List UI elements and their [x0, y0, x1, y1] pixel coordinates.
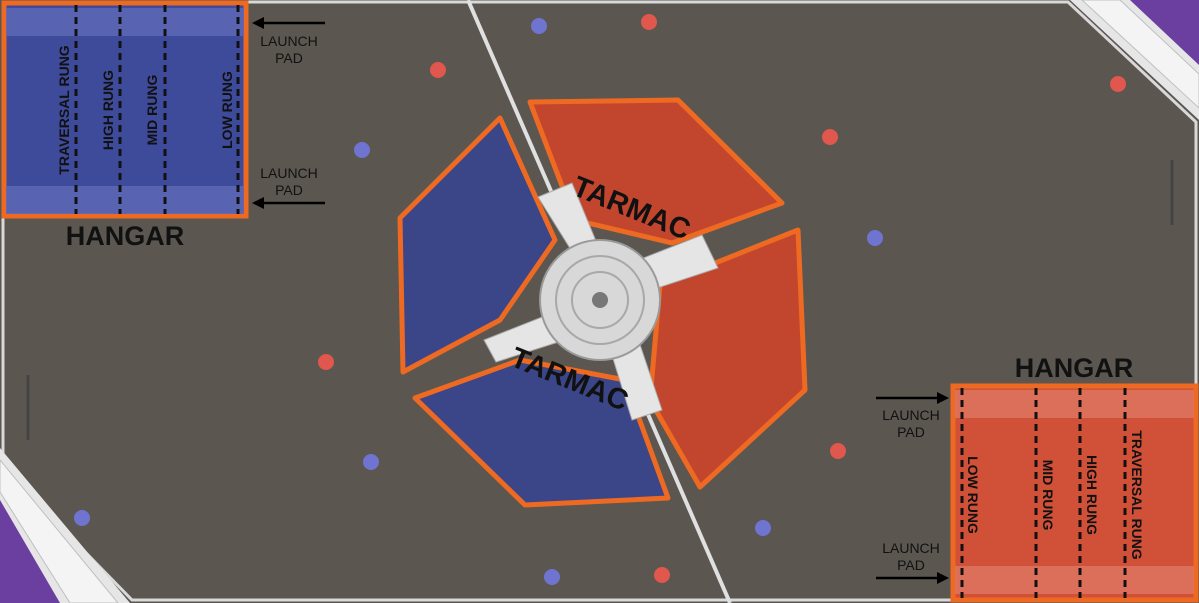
blue-rung-label-low: LOW RUNG [219, 71, 235, 149]
red-rung-label-high: HIGH RUNG [1084, 455, 1100, 535]
hub [483, 182, 719, 421]
cargo-ball-icon [641, 14, 657, 30]
launch-pad-arrow-icon [876, 392, 949, 404]
cargo-ball-icon [830, 443, 846, 459]
red-rung-label-mid: MID RUNG [1040, 460, 1056, 531]
svg-text:LAUNCH: LAUNCH [882, 407, 940, 423]
red-hangar: LOW RUNG MID RUNG HIGH RUNG TRAVERSAL RU… [950, 383, 1199, 603]
blue-hangar: TRAVERSAL RUNG HIGH RUNG MID RUNG LOW RU… [1, 0, 249, 219]
top-right-loading-ramp [1070, 0, 1199, 120]
launch-pad-arrow-icon [876, 572, 949, 584]
svg-text:PAD: PAD [897, 557, 925, 573]
cargo-ball-icon [531, 18, 547, 34]
cargo-ball-icon [822, 129, 838, 145]
red-launch-pad-bottom: LAUNCH PAD [876, 540, 949, 584]
cargo-ball-icon [755, 520, 771, 536]
blue-launch-pad-bottom: LAUNCH PAD [252, 165, 325, 209]
cargo-ball-icon [867, 230, 883, 246]
svg-text:LAUNCH: LAUNCH [260, 33, 318, 49]
bottom-left-loading-ramp [0, 448, 130, 603]
blue-rung-label-mid: MID RUNG [144, 75, 160, 146]
blue-rung-label-traversal: TRAVERSAL RUNG [56, 45, 72, 174]
svg-text:PAD: PAD [275, 50, 303, 66]
cargo-ball-icon [318, 354, 334, 370]
launch-pad-arrow-icon [252, 197, 325, 209]
cargo-ball-icon [430, 62, 446, 78]
red-rung-label-low: LOW RUNG [965, 456, 981, 534]
launch-pad-arrow-icon [252, 17, 325, 29]
cargo-ball-icon [1110, 76, 1126, 92]
cargo-ball-icon [544, 569, 560, 585]
blue-tarmac-bottom [412, 357, 671, 508]
svg-text:LAUNCH: LAUNCH [882, 540, 940, 556]
blue-tarmac-left [397, 115, 558, 375]
red-hangar-title: HANGAR [1015, 353, 1134, 383]
cargo-balls [74, 14, 1126, 585]
svg-text:LAUNCH: LAUNCH [260, 165, 318, 181]
cargo-ball-icon [363, 454, 379, 470]
red-launch-pad-top: LAUNCH PAD [876, 392, 949, 440]
red-rung-label-traversal: TRAVERSAL RUNG [1129, 430, 1145, 559]
blue-hangar-title: HANGAR [66, 221, 185, 251]
svg-text:PAD: PAD [897, 424, 925, 440]
cargo-ball-icon [354, 142, 370, 158]
cargo-ball-icon [654, 567, 670, 583]
blue-rung-label-high: HIGH RUNG [100, 70, 116, 150]
svg-text:PAD: PAD [275, 182, 303, 198]
cargo-ball-icon [74, 510, 90, 526]
blue-launch-pad-top: LAUNCH PAD [252, 17, 325, 66]
